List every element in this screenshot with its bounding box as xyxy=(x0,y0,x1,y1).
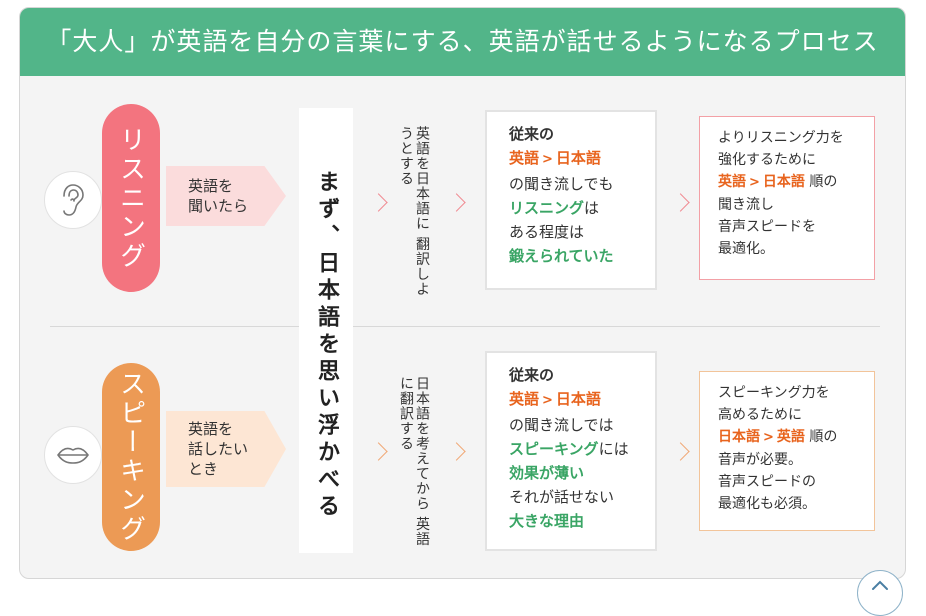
page-title: 「大人」が英語を自分の言葉にする、英語が話せるようになるプロセス xyxy=(20,8,905,76)
chevron-right-icon xyxy=(671,193,690,212)
listening-trigger: 英語を 聞いたら xyxy=(166,166,286,226)
speaking-trigger: 英語を 話したい とき xyxy=(166,411,286,487)
chevron-right-icon xyxy=(447,442,466,461)
listening-translate-text: 英語を日本語に 翻訳しようとする xyxy=(398,126,430,297)
ear-icon xyxy=(44,171,102,229)
row-divider xyxy=(50,326,880,327)
process-card: 「大人」が英語を自分の言葉にする、英語が話せるようになるプロセス リスニング 英… xyxy=(19,7,906,579)
lips-icon xyxy=(44,426,102,484)
listening-conventional-box: 従来の 英語>日本語 の聞き流しでも リスニングは ある程度は 鍛えられていた xyxy=(485,110,657,290)
speaking-label: スピーキング xyxy=(102,363,160,551)
chevron-right-icon xyxy=(369,193,388,212)
arrow-up-icon xyxy=(872,580,888,590)
listening-solution-box: よりリスニング力を 強化するために 英語>日本語 順の 聞き流し 音声スピードを… xyxy=(699,116,875,280)
listening-label: リスニング xyxy=(102,104,160,292)
speaking-solution-box: スピーキング力を 高めるために 日本語>英語 順の 音声が必要。 音声スピードの… xyxy=(699,371,875,531)
speaking-translate-text: 日本語を考えてから 英語に翻訳する xyxy=(398,376,430,547)
speaking-conventional-box: 従来の 英語>日本語 の聞き流しでは スピーキングには 効果が薄い それが話せな… xyxy=(485,351,657,551)
center-thought-column: まず、日本語を思い浮かべる xyxy=(299,108,353,553)
chevron-right-icon xyxy=(447,193,466,212)
chevron-right-icon xyxy=(671,442,690,461)
chevron-right-icon xyxy=(369,442,388,461)
scroll-to-top-button[interactable] xyxy=(857,570,903,616)
